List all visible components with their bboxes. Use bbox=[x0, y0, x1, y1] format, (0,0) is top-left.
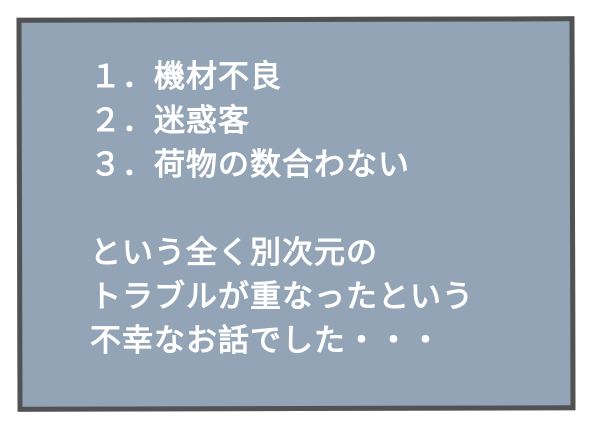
paragraph-line-3: 不幸なお話でした・・・ bbox=[90, 323, 442, 359]
spacer bbox=[90, 187, 474, 231]
paragraph-line-2: トラブルが重なったという bbox=[90, 279, 474, 315]
paragraph-line-1: という全く別次元の bbox=[90, 235, 378, 271]
list-item-1: １．機材不良 bbox=[90, 59, 282, 95]
list-item-2: ２．迷惑客 bbox=[90, 103, 250, 139]
list-item-3: ３．荷物の数合わない bbox=[90, 147, 410, 183]
narration-text: １．機材不良 ２．迷惑客 ３．荷物の数合わない という全く別次元の トラブルが重… bbox=[90, 55, 474, 363]
